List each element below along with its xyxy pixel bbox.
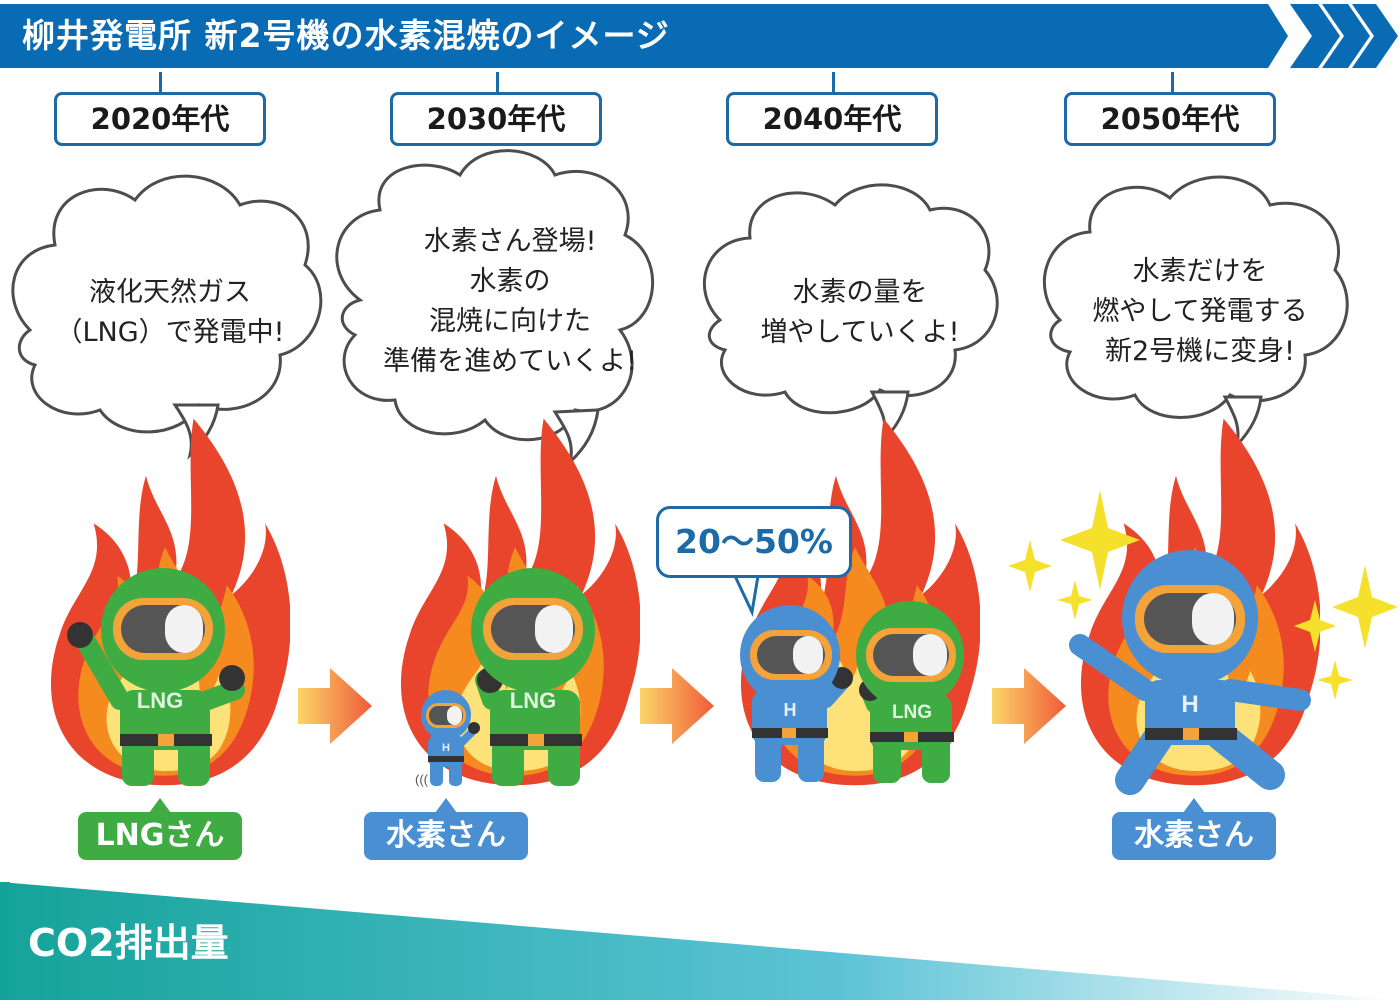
speech-line: 準備を進めていくよ! (383, 346, 637, 377)
speech-line: 新2号機に変身! (1104, 336, 1295, 367)
title-banner (0, 4, 1398, 68)
hydrogen-character: H (740, 605, 853, 782)
thought-bubble-2050s (1043, 175, 1349, 450)
era-connector (832, 72, 835, 92)
lng-character: LNG (471, 568, 595, 786)
chevron-icon (1322, 4, 1370, 68)
era-label-2030s: 2030年代 (390, 92, 602, 146)
hydrogen-label: 水素さん (364, 798, 528, 860)
era-connector (1171, 72, 1174, 92)
right-arrow-icon (640, 668, 714, 744)
speech-line: 増やしていくよ! (760, 317, 960, 348)
co2-emission-label: CO2排出量 (28, 921, 229, 965)
suit-letters: LNG (137, 688, 183, 713)
suit-letters: H (1181, 691, 1198, 718)
speech-line: 水素の量を (792, 277, 928, 308)
speech-line: 混焼に向けた (429, 306, 591, 337)
right-arrow-icon (992, 668, 1066, 744)
speech-line: 液化天然ガス (89, 277, 251, 308)
era-connector (496, 72, 499, 92)
chevron-icon (1352, 4, 1398, 68)
suit-letters: H (784, 700, 797, 720)
sound-mark: ((( (415, 772, 429, 787)
right-arrow-icon (298, 668, 372, 744)
era-label-2050s: 2050年代 (1064, 92, 1276, 146)
speech-text-2040s: 水素の量を 増やしていくよ! (720, 273, 1000, 353)
suit-letters: H (442, 742, 450, 754)
chevron-icon (1290, 4, 1340, 68)
era-label-2040s: 2040年代 (726, 92, 938, 146)
hydrogen-character-large: H (1069, 550, 1311, 795)
era-connector (159, 72, 162, 92)
lng-character: LNG (856, 601, 964, 783)
speech-text-2020s: 液化天然ガス （LNG）で発電中! (30, 273, 310, 353)
speech-line: 燃やして発電する (1092, 296, 1308, 327)
speech-line: 水素の (469, 266, 551, 297)
speech-line: （LNG）で発電中! (55, 317, 285, 348)
lng-character: LNG (67, 568, 245, 786)
speech-text-2050s: 水素だけを 燃やして発電する 新2号機に変身! (1060, 252, 1340, 372)
co2-emission-bar (0, 882, 1400, 1000)
thought-bubble-2030s (335, 149, 655, 467)
mixing-ratio-bubble: 20～50% (656, 506, 852, 578)
speech-text-2030s: 水素さん登場! 水素の 混焼に向けた 準備を進めていくよ! (360, 222, 660, 382)
suit-letters: LNG (892, 702, 932, 723)
hydrogen-label: 水素さん (1112, 798, 1276, 860)
page-title: 柳井発電所 新2号機の水素混焼のイメージ (22, 16, 670, 55)
hydrogen-character-small: H ((( (415, 690, 480, 787)
era-label-2020s: 2020年代 (54, 92, 266, 146)
percent-bubble-tail (732, 574, 760, 617)
sparkle-icon (1008, 490, 1398, 700)
suit-letters: LNG (510, 688, 556, 713)
lng-label: LNGさん (78, 798, 242, 860)
thought-bubble-2040s (702, 183, 999, 445)
speech-line: 水素だけを (1132, 256, 1268, 287)
speech-line: 水素さん登場! (423, 226, 597, 257)
